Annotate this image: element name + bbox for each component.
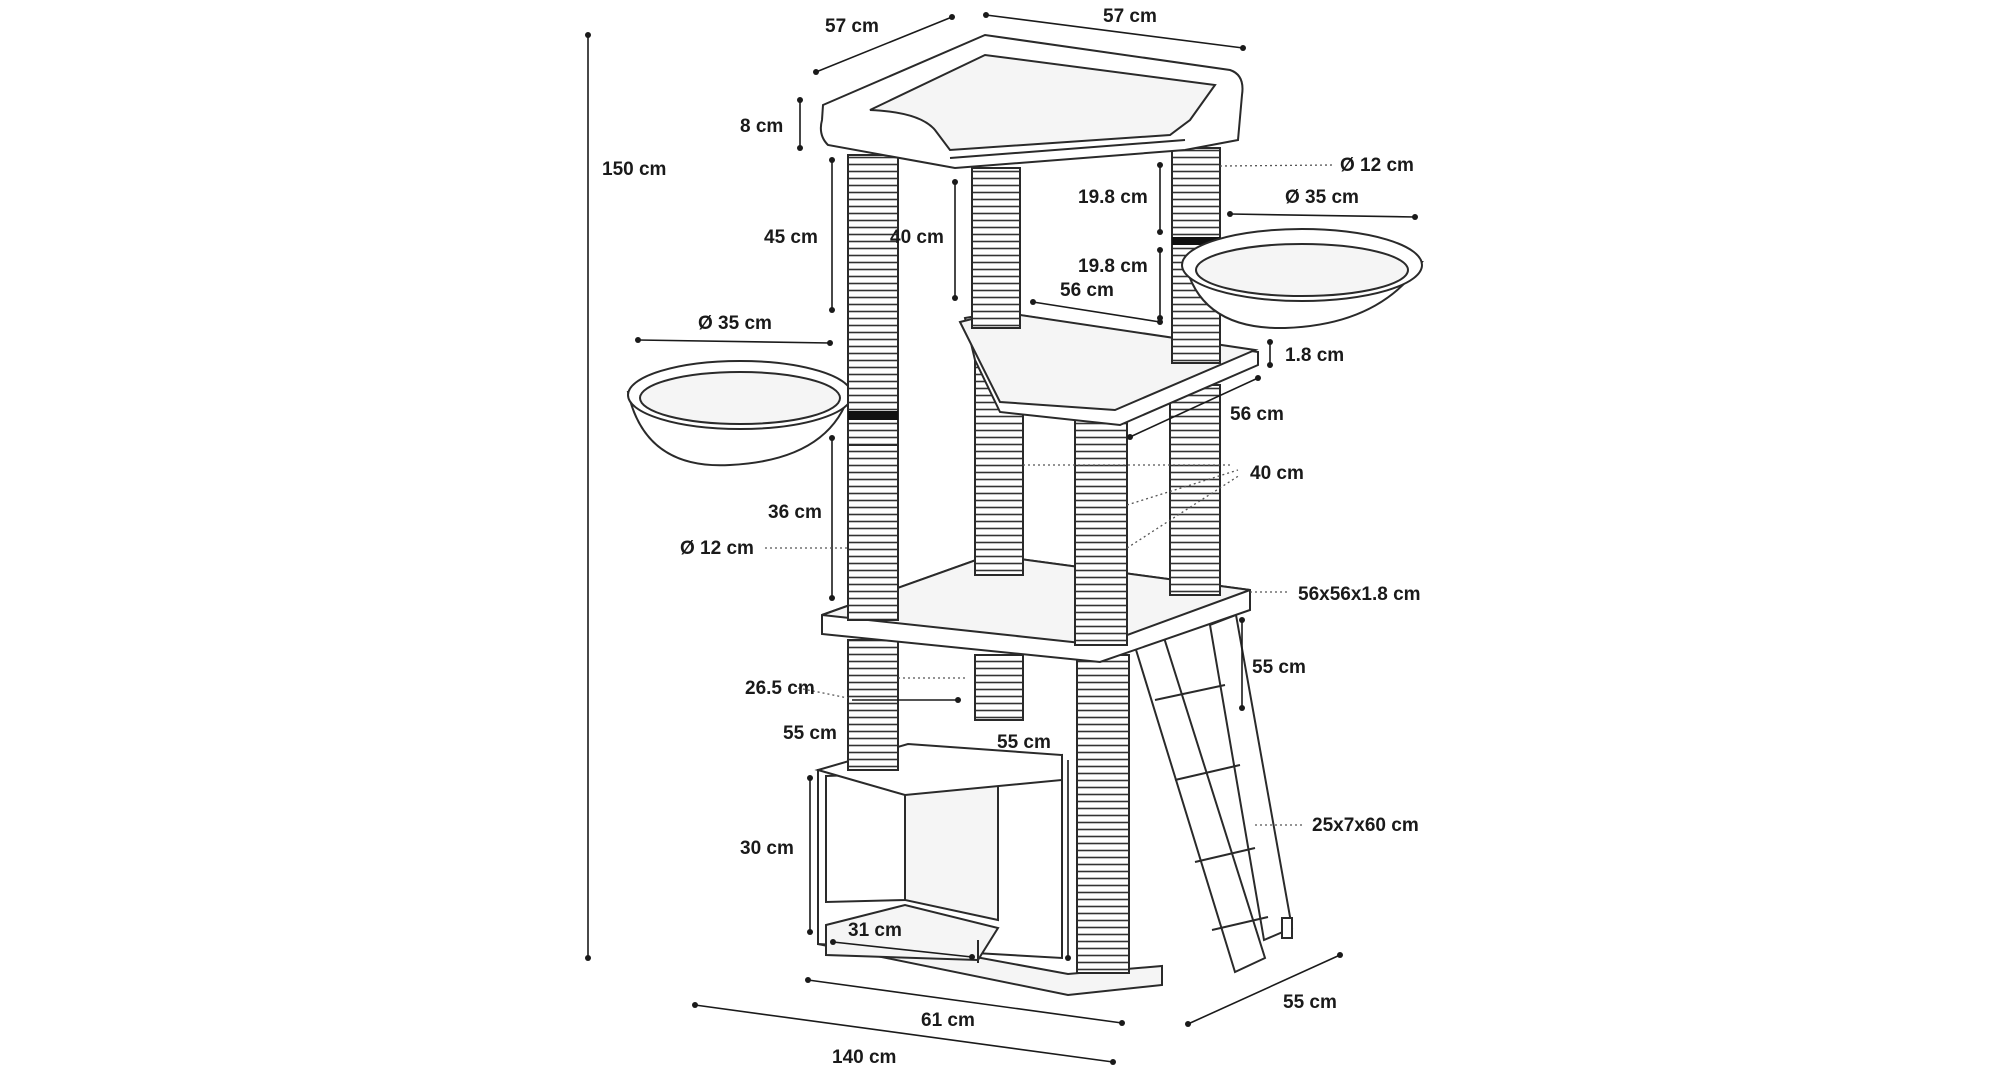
label-post-diameter-left: Ø 12 cm bbox=[680, 538, 754, 559]
top-platform bbox=[819, 33, 1244, 170]
post-base-left bbox=[847, 639, 899, 771]
label-base-depth: 55 cm bbox=[1283, 992, 1337, 1013]
basket-right bbox=[1181, 228, 1424, 330]
label-overall-height: 150 cm bbox=[602, 159, 666, 180]
middle-platform bbox=[958, 310, 1259, 427]
dimension-lines bbox=[585, 12, 1418, 1065]
basket-left bbox=[626, 360, 853, 467]
label-post-upper-mid: 40 cm bbox=[890, 227, 944, 248]
main-platform bbox=[821, 553, 1251, 664]
label-post-left-lower: 36 cm bbox=[768, 502, 822, 523]
post-upper-middle bbox=[971, 167, 1021, 329]
label-house-height: 30 cm bbox=[740, 838, 794, 859]
label-base-post-left: 55 cm bbox=[783, 723, 837, 744]
post-mid-left bbox=[847, 434, 899, 621]
label-main-platform: 56x56x1.8 cm bbox=[1298, 584, 1421, 605]
label-lower-posts: 40 cm bbox=[1250, 463, 1304, 484]
post-base-middle bbox=[974, 654, 1024, 721]
label-mid-platform-thickness: 1.8 cm bbox=[1285, 345, 1344, 366]
label-mid-platform-width: 56 cm bbox=[1060, 280, 1114, 301]
label-ladder-size: 25x7x60 cm bbox=[1312, 815, 1419, 836]
label-basket-left-diameter: Ø 35 cm bbox=[698, 313, 772, 334]
label-post-right-lower: 19.8 cm bbox=[1078, 256, 1148, 277]
post-mid-right bbox=[1169, 384, 1221, 596]
label-base-post-right: 55 cm bbox=[997, 732, 1051, 753]
label-overall-width: 140 cm bbox=[832, 1047, 896, 1067]
label-ladder-height: 55 cm bbox=[1252, 657, 1306, 678]
label-basket-right-diameter: Ø 35 cm bbox=[1285, 187, 1359, 208]
post-tall-left bbox=[847, 154, 899, 446]
post-mid-front bbox=[1074, 419, 1128, 646]
label-post-right-upper: 19.8 cm bbox=[1078, 187, 1148, 208]
label-house-opening: 31 cm bbox=[848, 920, 902, 941]
label-top-width-right: 57 cm bbox=[1103, 6, 1157, 27]
label-top-platform-height: 8 cm bbox=[740, 116, 783, 137]
label-post-upper-left: 45 cm bbox=[764, 227, 818, 248]
label-base-post-inner: 26.5 cm bbox=[745, 678, 815, 699]
label-top-width-left: 57 cm bbox=[825, 16, 879, 37]
leader-lines bbox=[765, 164, 1336, 826]
label-post-diameter-top-right: Ø 12 cm bbox=[1340, 155, 1414, 176]
label-mid-platform-depth: 56 cm bbox=[1230, 404, 1284, 425]
post-base-front bbox=[1076, 654, 1130, 974]
label-base-width: 61 cm bbox=[921, 1010, 975, 1031]
